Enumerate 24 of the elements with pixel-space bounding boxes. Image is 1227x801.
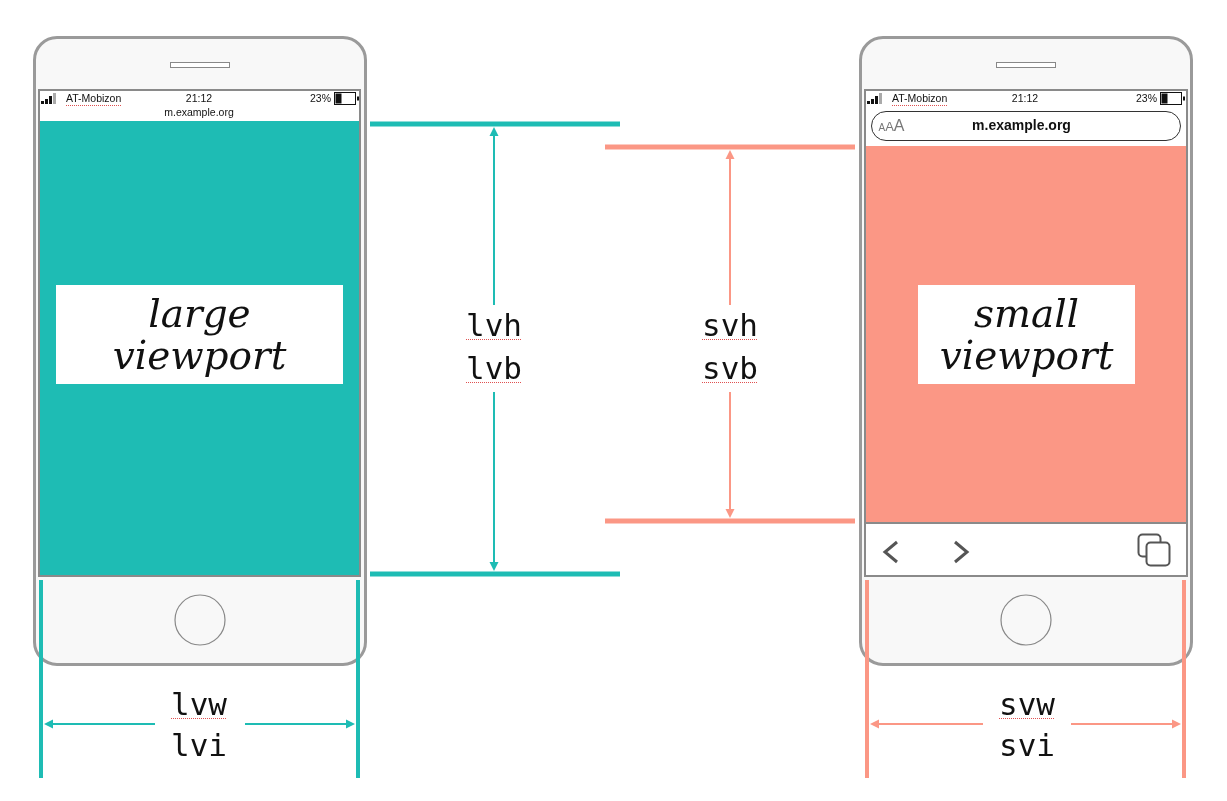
battery-percent: 23% — [1136, 92, 1157, 104]
dimension-label: svi — [999, 727, 1055, 763]
url-text: m.example.org — [972, 116, 1071, 133]
label-card — [56, 285, 343, 384]
viewport-label: large viewport — [111, 292, 288, 377]
dimension-label: lvh — [466, 307, 522, 343]
url-text: m.example.org — [164, 106, 234, 118]
dimension-label: svb — [702, 350, 758, 386]
clock-time: 21:12 — [185, 92, 213, 104]
dimension-label: svw — [999, 686, 1055, 722]
clock-time: 21:12 — [1011, 92, 1039, 104]
carrier-name: AT-Mobizon — [892, 92, 948, 104]
text-size-label: AAA — [878, 115, 905, 136]
dimension-label: svh — [702, 307, 758, 343]
address-bar — [871, 111, 1181, 141]
phone-frame — [859, 36, 1193, 666]
battery-percent: 23% — [310, 92, 331, 104]
carrier-name: AT-Mobizon — [66, 92, 122, 104]
phone-frame — [33, 36, 367, 666]
dimension-label: lvw — [171, 686, 227, 722]
dimension-label: lvi — [171, 727, 227, 763]
viewport-label: small viewport — [938, 292, 1115, 377]
dimension-label: lvb — [466, 350, 522, 386]
label-card — [918, 285, 1135, 384]
